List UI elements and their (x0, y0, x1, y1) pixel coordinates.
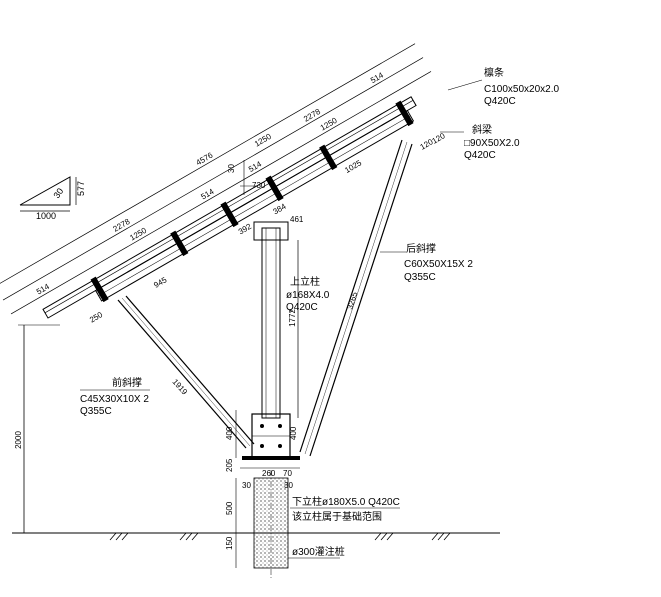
purlin-grade: Q420C (484, 96, 516, 107)
dim-depth-500: 500 (225, 501, 234, 515)
upper-column-spec: ø168X4.0 (286, 290, 330, 301)
base-connection (242, 413, 300, 460)
rear-brace-callout: 后斜撑 C60X50X15X 2 Q355C (380, 242, 473, 283)
dim-base-w4: 30 (284, 481, 293, 490)
lower-column-callout: 下立柱ø180X5.0 Q420C 该立柱属于基础范围 (290, 495, 400, 523)
upper-column (261, 227, 281, 419)
rear-brace: 3265 (299, 139, 413, 457)
pile-label: ø300灌注桩 (292, 545, 345, 558)
dim-base-w2: 70 (283, 469, 292, 478)
beam-title: 斜梁 (472, 123, 492, 136)
front-brace-grade: Q355C (80, 406, 112, 417)
dim-left-overhang: 514 (35, 282, 52, 297)
base-dimensions: 400 400 205 260 70 30 30 (225, 410, 300, 490)
dim-beam-right: 1025 (343, 158, 363, 175)
dim-top-right-half: 2278 (302, 107, 322, 124)
ground-height-text: 2000 (14, 431, 23, 449)
panel-assembly: 4576 2278 2278 514 514 1250 514 514 1250 (0, 43, 432, 325)
dim-col-height: 1772 (288, 309, 297, 327)
dim-left-span: 1250 (128, 226, 148, 243)
column-head-bracket (253, 221, 289, 241)
dim-rear-len: 3265 (345, 290, 359, 310)
rear-brace-grade: Q355C (404, 272, 436, 283)
dim-front-seg: 250 (88, 310, 105, 325)
top-dimension-lines: 4576 2278 2278 514 514 1250 514 514 1250 (0, 43, 432, 315)
dim-beam-left: 945 (152, 275, 169, 290)
dim-right-span: 1250 (319, 116, 339, 133)
purlin-clamps (90, 100, 414, 303)
dim-base-400-l: 400 (225, 426, 234, 440)
lower-column-line2: 该立柱属于基础范围 (292, 510, 382, 523)
dim-col-a: 392 (237, 222, 254, 237)
dim-right-overhang: 514 (369, 70, 386, 85)
dim-right-end-b: 120 (431, 131, 448, 146)
front-brace-spec: C45X30X10X 2 (80, 394, 149, 405)
column-top-dims: 30 730 461 (227, 160, 304, 224)
upper-column-title: 上立柱 (290, 275, 320, 288)
dim-base-w1: 260 (262, 469, 276, 478)
rear-brace-title: 后斜撑 (406, 242, 436, 255)
dim-col-b: 384 (272, 202, 289, 217)
front-brace-callout: 前斜撑 C45X30X10X 2 Q355C (80, 376, 150, 417)
foundation-pile (253, 470, 289, 578)
upper-column-callout: 上立柱 ø168X4.0 Q420C (286, 275, 330, 313)
ground-height-dimension: 2000 (14, 324, 60, 533)
slope-triangle: 30 577 1000 (19, 176, 86, 221)
dim-depth-150: 150 (225, 536, 234, 550)
beam-grade: Q420C (464, 150, 496, 161)
lower-column-line1: 下立柱ø180X5.0 Q420C (292, 495, 400, 508)
dim-mid-a: 514 (199, 187, 216, 202)
dim-base-205: 205 (225, 458, 234, 472)
beam-callout: 斜梁 □90X50X2.0 Q420C (440, 123, 520, 161)
beam-spec: □90X50X2.0 (464, 138, 520, 149)
slope-run: 1000 (36, 211, 56, 221)
rear-brace-spec: C60X50X15X 2 (404, 259, 473, 270)
slope-angle: 30 (51, 186, 65, 200)
purlin-spec: C100x50x20x2.0 (484, 84, 559, 95)
column-height-dimension: 1772 (288, 240, 299, 418)
dim-offset-b: 730 (252, 181, 266, 190)
dim-top-left-half: 2278 (112, 217, 132, 234)
dim-base-w3: 30 (242, 481, 251, 490)
front-brace: 1919 (117, 295, 255, 449)
dim-offset-a: 30 (227, 164, 236, 173)
slope-rise: 577 (76, 181, 86, 196)
front-brace-title: 前斜撑 (112, 376, 142, 389)
purlin-title: 檩条 (484, 66, 504, 79)
upper-column-grade: Q420C (286, 302, 318, 313)
dim-col-top: 461 (290, 215, 304, 224)
dim-mid-b: 514 (247, 159, 264, 174)
dim-total-length: 4576 (194, 150, 214, 167)
pile-dimensions: 500 150 (225, 478, 237, 568)
purlin-callout: 檩条 C100x50x20x2.0 Q420C (447, 66, 559, 107)
dim-base-400-r: 400 (289, 426, 298, 440)
right-end-dims: 120 120 (419, 131, 448, 152)
pile-callout: ø300灌注桩 (288, 545, 345, 559)
